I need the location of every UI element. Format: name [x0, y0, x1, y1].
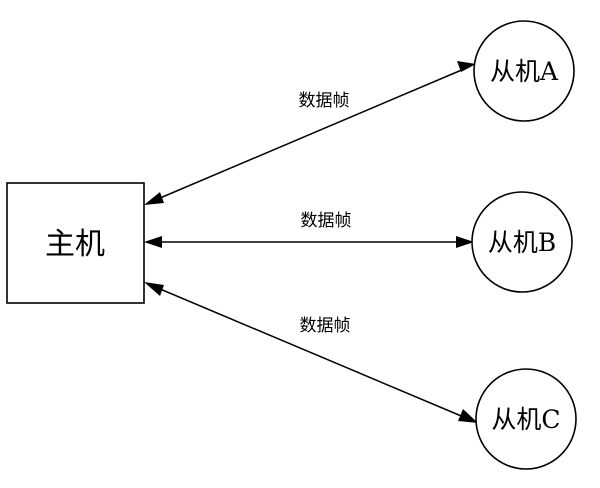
arrowhead-a-host-end	[144, 192, 164, 205]
host-box	[6, 182, 145, 304]
host-label: 主机	[45, 227, 105, 262]
slave-b-circle	[471, 191, 573, 293]
arrowhead-c-host-end	[144, 282, 164, 296]
edge-label-b: 数据帧	[301, 211, 352, 231]
edge-label-c: 数据帧	[300, 316, 351, 336]
arrowhead-c-slave-end	[458, 409, 478, 423]
connection-line-c	[152, 285, 467, 419]
slave-c-circle	[475, 368, 577, 470]
slave-a-circle	[473, 20, 575, 122]
arrowhead-b-host-end	[144, 236, 162, 248]
arrowhead-a-slave-end	[457, 61, 476, 72]
slave-a-label: 从机A	[490, 57, 559, 86]
slave-b-label: 从机B	[488, 228, 556, 257]
slave-c-label: 从机C	[491, 405, 560, 434]
connection-line-a	[152, 68, 465, 202]
arrowhead-b-slave-end	[456, 236, 474, 248]
edge-label-a: 数据帧	[299, 91, 350, 111]
